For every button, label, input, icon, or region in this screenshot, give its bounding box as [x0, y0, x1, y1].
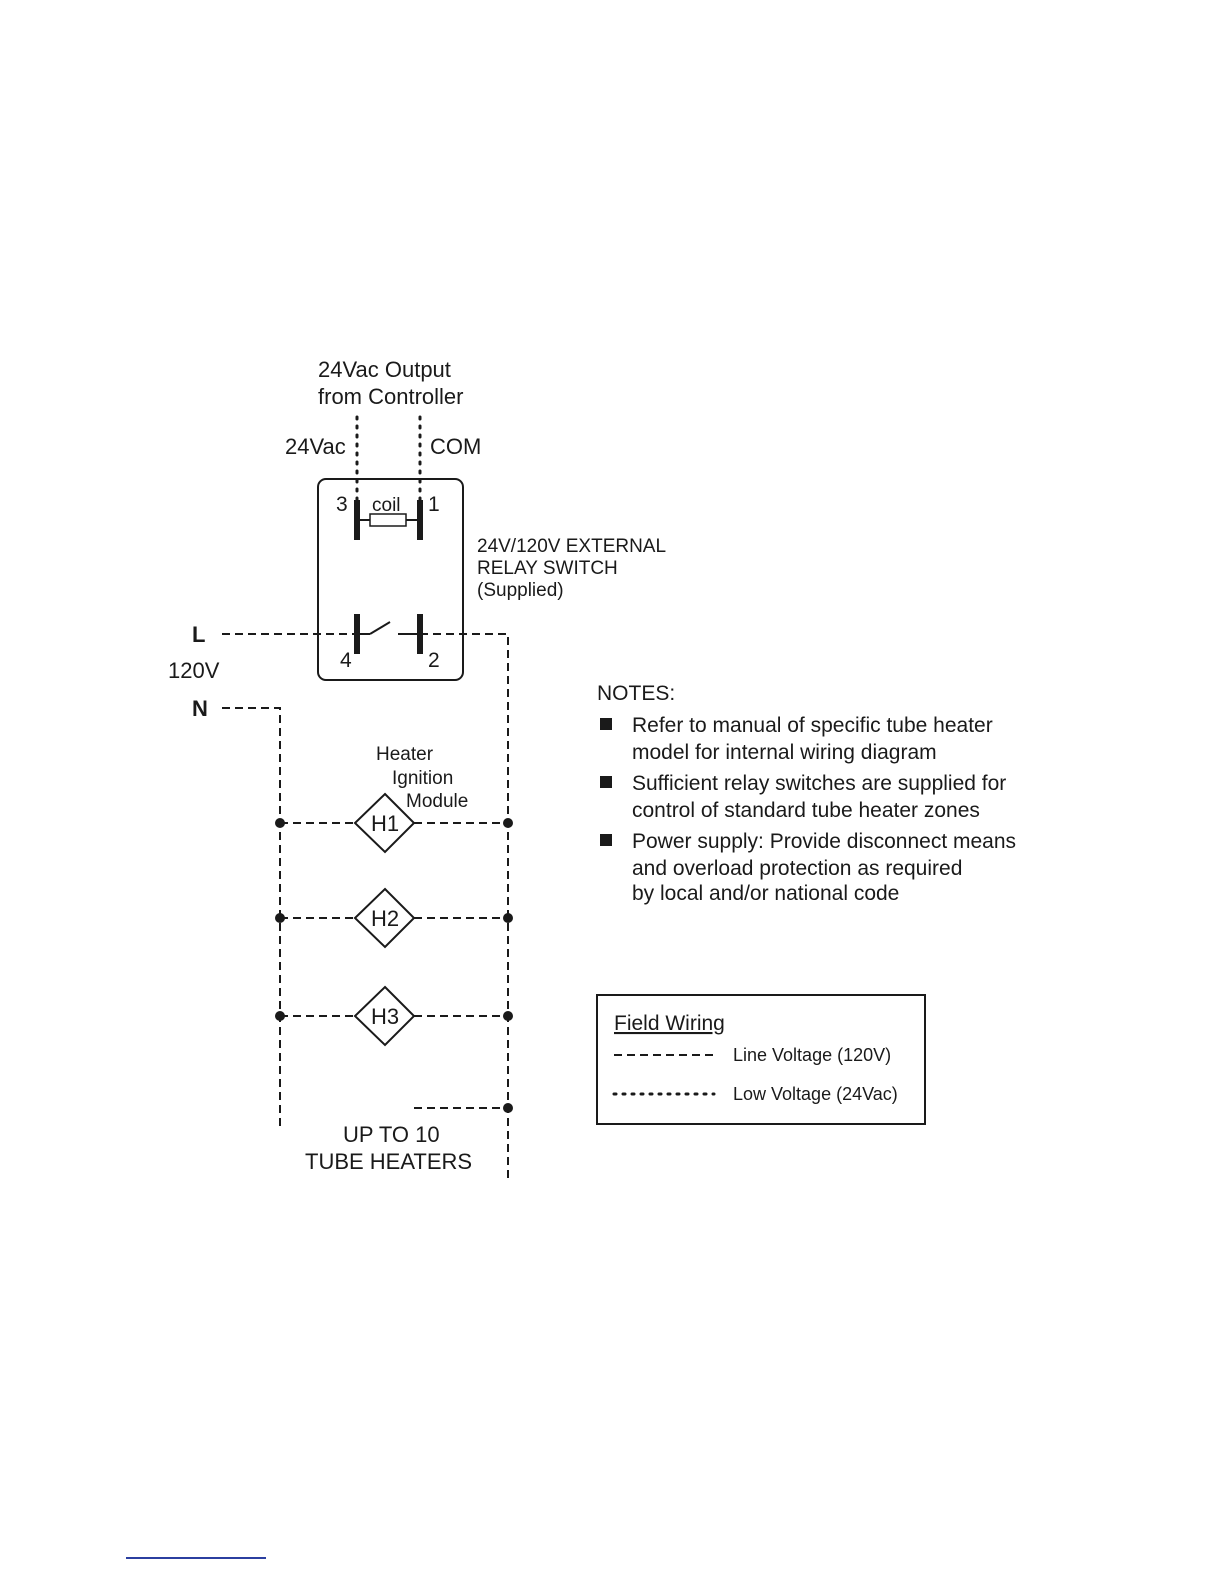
- note-1-line2: model for internal wiring diagram: [632, 741, 937, 764]
- supply-voltage-label: 120V: [168, 658, 220, 683]
- relay-label-line1: 24V/120V EXTERNAL: [477, 536, 666, 557]
- note-3-line3: by local and/or national code: [632, 882, 899, 905]
- neutral-wire: [222, 707, 281, 1130]
- note-bullet: [600, 776, 612, 788]
- junction-dot: [275, 913, 285, 923]
- module-label-line3: Module: [406, 791, 468, 812]
- controller-title-line1: 24Vac Output: [318, 357, 451, 382]
- legend-low-voltage-label: Low Voltage (24Vac): [733, 1084, 898, 1104]
- relay-switch-box: [317, 478, 464, 681]
- terminal-com-label: COM: [430, 434, 481, 459]
- relay-pin-1: 1: [428, 493, 440, 516]
- note-2-line1: Sufficient relay switches are supplied f…: [632, 772, 1006, 795]
- note-3-line1: Power supply: Provide disconnect means: [632, 830, 1016, 853]
- heater-h3-label: H3: [371, 1004, 399, 1029]
- legend-line-voltage-label: Line Voltage (120V): [733, 1045, 891, 1065]
- heaters-footer-line2: TUBE HEATERS: [305, 1149, 472, 1174]
- relay-label-line3: (Supplied): [477, 580, 564, 601]
- junction-dot: [275, 818, 285, 828]
- note-bullet: [600, 718, 612, 730]
- module-label-line1: Heater: [376, 744, 434, 765]
- relay-pin-2: 2: [428, 649, 440, 672]
- legend-box: [596, 994, 926, 1125]
- relay-pin-4: 4: [340, 649, 352, 672]
- note-1-line1: Refer to manual of specific tube heater: [632, 714, 993, 737]
- module-label-line2: Ignition: [392, 768, 453, 789]
- supply-line-label: L: [192, 622, 205, 647]
- heater-h3-symbol: [353, 985, 416, 1047]
- junction-dot: [503, 1011, 513, 1021]
- footnote-rule: [126, 1557, 266, 1559]
- note-3-line2: and overload protection as required: [632, 857, 962, 880]
- note-2-line2: control of standard tube heater zones: [632, 799, 980, 822]
- terminal-24vac-label: 24Vac: [285, 434, 346, 459]
- heater-h1-symbol: [353, 792, 416, 854]
- heater-h2-symbol: [353, 887, 416, 949]
- line-wire-out: [420, 633, 509, 1180]
- notes-title: NOTES:: [597, 682, 675, 705]
- heater-h1-label: H1: [371, 811, 399, 836]
- junction-dot: [503, 818, 513, 828]
- relay-label-line2: RELAY SWITCH: [477, 558, 618, 579]
- controller-title-line2: from Controller: [318, 384, 463, 409]
- heater-h2-label: H2: [371, 906, 399, 931]
- note-bullet: [600, 834, 612, 846]
- junction-dot: [503, 913, 513, 923]
- coil-label: coil: [372, 495, 401, 516]
- contact-switch-blade: [369, 621, 391, 635]
- legend-title: Field Wiring: [614, 1012, 725, 1035]
- supply-neutral-label: N: [192, 696, 208, 721]
- heaters-footer-line1: UP TO 10: [343, 1122, 440, 1147]
- relay-pin-3: 3: [336, 493, 348, 516]
- junction-dot: [275, 1011, 285, 1021]
- junction-dot: [503, 1103, 513, 1113]
